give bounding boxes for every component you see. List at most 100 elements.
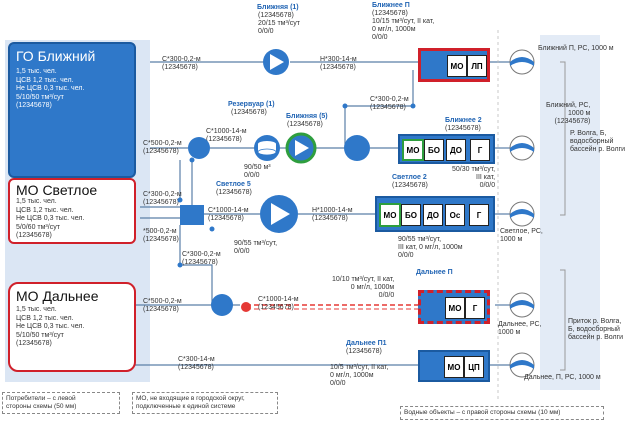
legend-note-water: Водные объекты – с правой стороны схемы … [400,406,604,420]
pipe-label: С*500-0,2-м(12345678) [143,298,182,313]
plant-dalnee-p[interactable]: МО Г [418,290,490,324]
water-label: Ближний П, РС, 1000 м [538,45,614,52]
consumer-title: ГО Ближний [16,48,96,64]
water-objects-panel [540,35,600,390]
consumer-title: МО Светлое [16,182,98,198]
plant-blizhnee-2[interactable]: МО БО ДО Г [398,134,495,164]
node-info: (12345678) [445,125,481,132]
consumer-line: 1,5 тыс. чел. [16,68,57,75]
pipe-label: С*1000-14-м(12345678) [258,296,299,311]
pipe-label: С*300-0,2-м(12345678) [370,96,409,111]
node-title: Светлое 5 [216,181,251,188]
plant-stage: ДО [446,139,466,161]
red-node [241,302,251,312]
water-intake-icon [509,292,535,318]
consumer-line: ЦСВ 1,2 тыс. чел. [16,314,74,322]
node-title: Светлое 2 [392,174,427,181]
pipe-label: Н*300-14-м(12345678) [320,56,357,71]
plant-stage: ДО [423,204,443,226]
consumer-mo-dalnee[interactable]: МО Дальнее 1,5 тыс. чел. ЦСВ 1,2 тыс. че… [8,282,136,372]
water-intake-icon [509,352,535,378]
pump-icon [260,195,298,233]
pipe-label: С*1000-14-м(12345678) [206,128,247,143]
reservoir-icon [254,135,280,161]
node-info: (12345678) [216,189,252,196]
pipe-label: С*500-0,2-м(12345678) [143,140,182,155]
plant-stage: БО [401,204,421,226]
consumer-line: Не ЦСВ 0,3 тыс. чел. [16,323,85,330]
plant-svetloe-2[interactable]: МО БО ДО Ос Г [375,196,495,232]
pump-icon [285,132,317,164]
node-info: 50/30 тм³/сут,III кат,0/0/0 [452,166,496,189]
plant-stage: МО [402,139,424,161]
consumer-line: ЦСВ 1,2 тыс. чел. [16,76,74,84]
water-label: Дальнее, РС,1000 м [498,321,542,336]
plant-stage: ЛП [467,55,487,77]
water-label: Дальнее, П, РС, 1000 м [524,374,601,381]
water-intake-icon [509,49,535,75]
water-intake-icon [509,135,535,161]
water-intake-icon [509,201,535,227]
plant-stage: БО [424,139,444,161]
plant-stage: Ос [445,204,465,226]
node-title: Дальнее П1 [346,340,387,347]
node-title: Ближнее П [372,2,410,9]
junction-node [211,294,233,316]
plant-stage: МО [447,55,467,77]
consumer-line: 1,5 тыс. чел. [16,198,57,205]
plant-dalnee-p1[interactable]: МО ЦП [418,350,490,382]
plant-stage: Г [470,139,490,161]
node-info: (12345678) [231,109,267,116]
consumer-title: МО Дальнее [16,288,99,304]
legend-note-mo: МО, не входящие в городской округ,подклю… [132,392,278,414]
node-title: Ближнее 2 [445,117,482,124]
node-title: Резервуар (1) [228,101,275,108]
consumer-line: ЦСВ 1,2 тыс. чел. [16,206,74,214]
pipe-label: С*1000-14-м(12345678) [208,207,249,222]
node-title: Ближняя (1) [257,4,299,11]
plant-stage: Г [469,204,489,226]
node-title: Дальнее П [416,269,453,276]
node-title: Ближняя (5) [286,113,328,120]
node-info: 90/55 тм³/сут,0/0/0 [234,240,278,255]
consumer-line: (12345678) [16,340,52,347]
pipe-label: *500-0,2-м(12345678) [143,228,179,243]
plant-stage: МО [444,356,464,378]
pipe-label: С*300-0,2-м(12345678) [182,251,221,266]
plant-stage: МО [379,203,401,227]
node-info: (12345678) [287,121,323,128]
consumer-go-blizhniy[interactable]: ГО Ближний 1,5 тыс. чел. ЦСВ 1,2 тыс. че… [8,42,136,178]
consumer-line: 5/0/60 тм³/сут [16,223,60,231]
water-label: Светлое, РС,1000 м [500,228,543,243]
consumer-line: Не ЦСВ 0,3 тыс. чел. [16,215,85,222]
plant-blizhnee-p[interactable]: МО ЛП [418,48,490,82]
consumer-line: 1,5 тыс. чел. [16,306,57,313]
pipe-label: С*300-14-м(12345678) [178,356,215,371]
node-info: (12345678) [346,348,382,355]
consumer-line: 5/10/50 тм³/сут [16,331,64,339]
plant-stage: ЦП [464,356,484,378]
node-info: (12345678)10/15 тм³/сут, II кат,0 мг/л, … [372,10,435,41]
water-label: Ближний, РС,1000 м(12345678) [546,102,591,125]
consumer-line: 5/10/50 тм³/сут [16,93,64,101]
valve-icon [180,205,204,225]
pipe-label: С*300-0,2-м(12345678) [143,191,182,206]
plant-stage: Г [465,297,485,319]
consumer-line: (12345678) [16,232,52,239]
pipe-label: Н*1000-14-м(12345678) [312,207,353,222]
junction-node [188,137,210,159]
consumer-mo-svetloe[interactable]: МО Светлое 1,5 тыс. чел. ЦСВ 1,2 тыс. че… [8,178,136,244]
pipe-label: С*300-0,2-м(12345678) [162,56,201,71]
node-info: (12345678) [392,182,428,189]
pump-icon [263,49,289,75]
consumer-line: (12345678) [16,102,52,109]
